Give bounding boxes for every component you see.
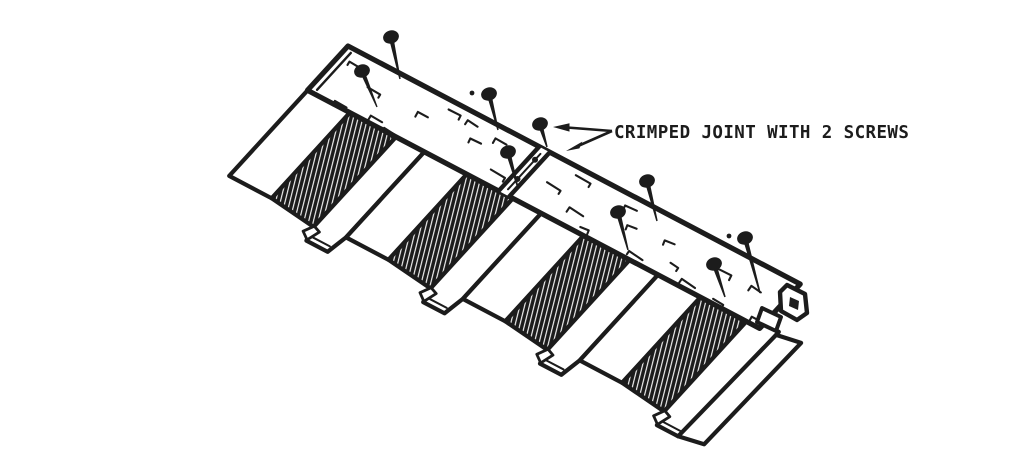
crimp-texture-mark — [625, 249, 644, 262]
screw-shaft — [388, 36, 401, 80]
ridge-strip-group — [304, 43, 810, 333]
crimp-texture-mark — [331, 99, 348, 109]
screw-head — [737, 231, 753, 245]
crimp-texture-mark — [346, 60, 361, 69]
annotation-label: CRIMPED JOINT WITH 2 SCREWS — [614, 123, 909, 143]
crimped-joint-seam — [496, 144, 542, 194]
ink-speck — [469, 90, 475, 96]
crimp-texture-mark — [565, 206, 585, 218]
screw — [383, 30, 401, 80]
rib-edge-thickness-line — [545, 359, 565, 371]
ink-speck — [726, 233, 732, 239]
rib-edge-thickness-line — [662, 421, 682, 432]
screw — [532, 117, 548, 148]
screw-head — [354, 64, 370, 78]
screw-shaft — [486, 93, 499, 131]
screw — [639, 174, 658, 222]
strip-left-hem-line — [315, 51, 353, 92]
crimp-texture-mark — [661, 239, 676, 246]
crimp-texture-mark — [467, 137, 483, 145]
crimp-texture-mark — [447, 108, 462, 121]
roof-panel-group — [227, 83, 804, 447]
crimp-texture-mark — [367, 114, 384, 124]
screw-shaft — [711, 263, 726, 298]
screw-shaft — [644, 180, 658, 222]
screw — [500, 145, 519, 189]
screws-group — [354, 30, 761, 298]
rib-edge-thickness-line — [428, 298, 448, 309]
screw — [706, 257, 726, 298]
crimp-fastener-dot — [532, 156, 539, 163]
screw-head — [383, 30, 399, 44]
rib-edge-foot — [418, 286, 438, 303]
crimp-texture-mark — [545, 181, 562, 195]
screw-head — [500, 145, 516, 159]
annotation-group — [553, 123, 613, 151]
leader-line — [577, 129, 613, 148]
crimp-texture-mark — [624, 224, 638, 231]
panel-end-face — [675, 332, 804, 447]
screw — [354, 64, 378, 108]
leader-arrowhead — [553, 123, 570, 132]
crimp-texture-mark — [717, 267, 733, 282]
screw-shaft — [615, 211, 629, 251]
screw-head — [532, 117, 548, 131]
crimp-texture-mark — [677, 277, 697, 290]
screw — [737, 231, 761, 294]
rib-edge-foot — [652, 409, 672, 426]
crimp-texture-mark — [747, 284, 762, 294]
crimp-texture-mark — [579, 225, 590, 236]
crimp-texture-mark — [669, 261, 680, 273]
crimped-joint-seam — [507, 150, 552, 199]
crimp-texture-mark — [464, 119, 479, 128]
crimp-texture-mark — [491, 137, 508, 146]
strip-end-tab — [755, 306, 783, 333]
screw — [610, 205, 629, 251]
rib-edge-foot — [535, 347, 555, 365]
screw-head — [639, 174, 655, 188]
screw-shaft — [742, 237, 761, 294]
rib-edge-foot — [301, 224, 321, 242]
screw-head — [610, 205, 626, 219]
screw-shaft — [505, 151, 519, 189]
screw — [481, 87, 499, 131]
screw-head — [706, 257, 722, 271]
crimp-texture-mark — [489, 168, 507, 183]
screw-head — [481, 87, 497, 101]
strip-end-cap-opening — [789, 297, 799, 310]
crimp-texture-mark — [383, 126, 396, 139]
crimp-texture-mark — [414, 110, 429, 119]
crimp-texture-mark — [712, 297, 725, 311]
rib-edge-thickness-line — [312, 236, 331, 248]
leader-line — [566, 126, 613, 133]
crimp-texture-mark — [574, 174, 592, 189]
screw-shaft — [359, 70, 378, 108]
leader-arrowhead — [566, 141, 583, 151]
crimp-texture-mark — [366, 86, 382, 99]
